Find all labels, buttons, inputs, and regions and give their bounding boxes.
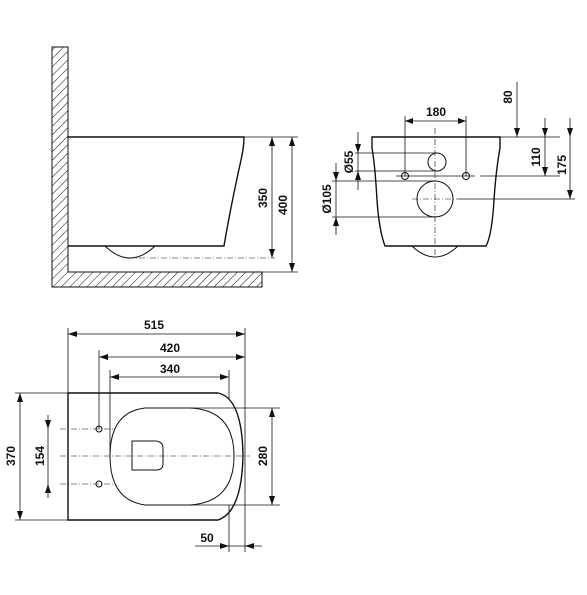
bowl-top-outline <box>67 392 244 521</box>
dim-175: 175 <box>555 155 569 175</box>
dim-180: 180 <box>426 105 446 119</box>
bowl-rear-outline <box>371 136 501 247</box>
top-view: 515 420 340 370 154 280 <box>4 318 280 552</box>
dim-280: 280 <box>256 446 270 466</box>
rear-foot <box>411 245 459 258</box>
dim-110: 110 <box>529 147 543 167</box>
dim-370: 370 <box>4 446 18 466</box>
dim-50: 50 <box>200 531 214 545</box>
dim-420: 420 <box>160 341 180 355</box>
rear-view: 180 80 110 175 Ø55 Ø105 <box>320 82 575 258</box>
inlet-hole <box>427 152 447 172</box>
dim-340: 340 <box>160 362 180 376</box>
bowl-opening <box>131 440 164 471</box>
dim-154: 154 <box>33 446 47 466</box>
dim-515: 515 <box>144 318 164 332</box>
bowl-side-outline <box>68 136 245 247</box>
wall-floor-hatch <box>51 46 263 288</box>
bowl-rim <box>109 407 235 506</box>
side-view: 350 400 <box>51 46 298 288</box>
dim-80: 80 <box>501 90 515 104</box>
dim-400: 400 <box>276 195 290 215</box>
dim-o55: Ø55 <box>342 150 356 173</box>
dim-350: 350 <box>256 188 270 208</box>
dim-o105: Ø105 <box>320 184 334 214</box>
bowl-foot <box>104 245 156 259</box>
